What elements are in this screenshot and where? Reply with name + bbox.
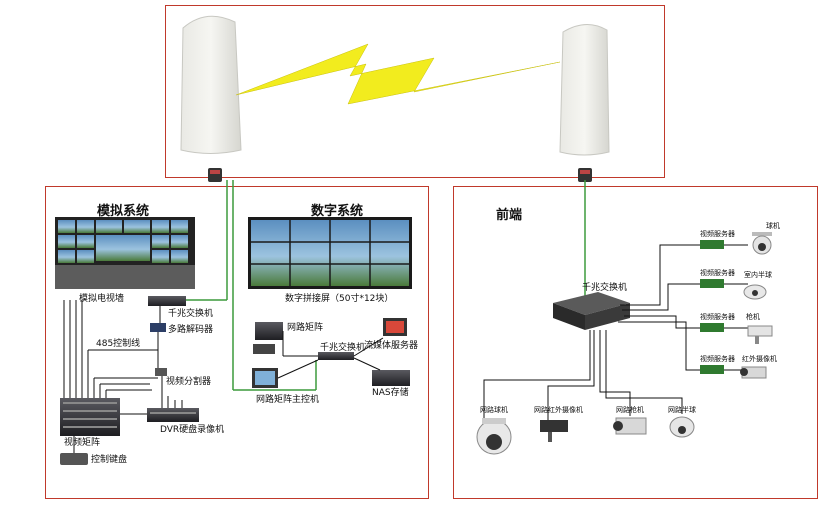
nas-storage-label: NAS存储: [372, 388, 409, 398]
wireless-link-box: [165, 5, 665, 178]
frontend-switch-label: 千兆交换机: [582, 283, 628, 293]
digital-switch-label: 千兆交换机: [320, 343, 366, 353]
analog-digital-box: [45, 186, 429, 499]
matrix-host-label: 网路矩阵主控机: [256, 395, 320, 405]
network-dome-label: 网路球机: [480, 406, 508, 414]
video-matrix-label: 视频矩阵: [64, 438, 101, 448]
network-matrix-label: 网路矩阵: [287, 323, 324, 333]
digital-splice-wall-icon: [248, 217, 412, 289]
frontend-switch-icon: [553, 292, 630, 330]
dome-camera-label: 球机: [766, 222, 780, 230]
control-keyboard-label: 控制键盘: [91, 455, 128, 465]
right-antenna-icon: [559, 24, 610, 182]
digital-switch-icon: [318, 352, 354, 360]
network-dome-camera-icon: [476, 418, 512, 455]
nas-storage-icon: [372, 370, 410, 386]
left-antenna-icon: [180, 15, 242, 182]
video-server-1-label: 视频服务器: [700, 230, 735, 238]
video-splitter-label: 视频分割器: [166, 377, 212, 387]
video-splitter-icon: [155, 368, 167, 376]
video-matrix-icon: [60, 398, 120, 436]
dvr-icon: [147, 408, 199, 422]
control-line-label: 485控制线: [96, 339, 141, 349]
video-server-4-label: 视频服务器: [700, 355, 735, 363]
wireless-lightning-icon: [235, 43, 561, 105]
analog-video-wall-icon: [55, 217, 195, 289]
analog-switch-label: 千兆交换机: [168, 309, 214, 319]
network-decoder-icon: [253, 344, 275, 354]
indoor-half-dome-label: 室内半球: [744, 271, 772, 279]
network-half-dome-label: 网路半球: [668, 406, 696, 414]
network-half-dome-icon: [669, 416, 695, 438]
frontend-box: [453, 186, 818, 499]
streaming-server-icon: [383, 318, 407, 336]
bullet-camera-icon: [747, 325, 773, 344]
multi-decoder-label: 多路解码器: [168, 325, 214, 335]
video-server-2-label: 视频服务器: [700, 269, 735, 277]
network-matrix-icon: [255, 322, 283, 340]
streaming-server-label: 流媒体服务器: [364, 341, 419, 351]
video-server-2-icon: [700, 279, 724, 288]
multi-decoder-icon: [150, 323, 166, 332]
control-keyboard-icon: [60, 453, 88, 465]
video-server-3-icon: [700, 323, 724, 332]
ir-camera-label: 红外摄像机: [742, 355, 777, 363]
digital-system-title: 数字系统: [311, 204, 364, 219]
video-server-1-icon: [700, 240, 724, 249]
video-server-3-label: 视频服务器: [700, 313, 735, 321]
splice-screen-label: 数字拼接屏（50寸*12块）: [285, 294, 394, 304]
network-ir-camera-icon: [540, 420, 568, 442]
dvr-label: DVR硬盘录像机: [160, 425, 225, 435]
analog-video-wall-label: 模拟电视墙: [79, 294, 125, 304]
ir-camera-icon: [740, 366, 767, 379]
network-ir-camera-label: 网路红外摄像机: [534, 406, 583, 414]
frontend-title: 前端: [496, 208, 523, 223]
analog-system-title: 模拟系统: [97, 204, 150, 219]
video-server-4-icon: [700, 365, 724, 374]
matrix-host-pc-icon: [252, 368, 278, 388]
dome-camera-icon: [752, 232, 772, 255]
analog-switch-icon: [148, 296, 186, 306]
bullet-camera-label: 枪机: [746, 313, 760, 321]
indoor-half-dome-icon: [743, 284, 767, 300]
network-bullet-camera-icon: [613, 417, 647, 435]
network-bullet-label: 网路枪机: [616, 406, 644, 414]
